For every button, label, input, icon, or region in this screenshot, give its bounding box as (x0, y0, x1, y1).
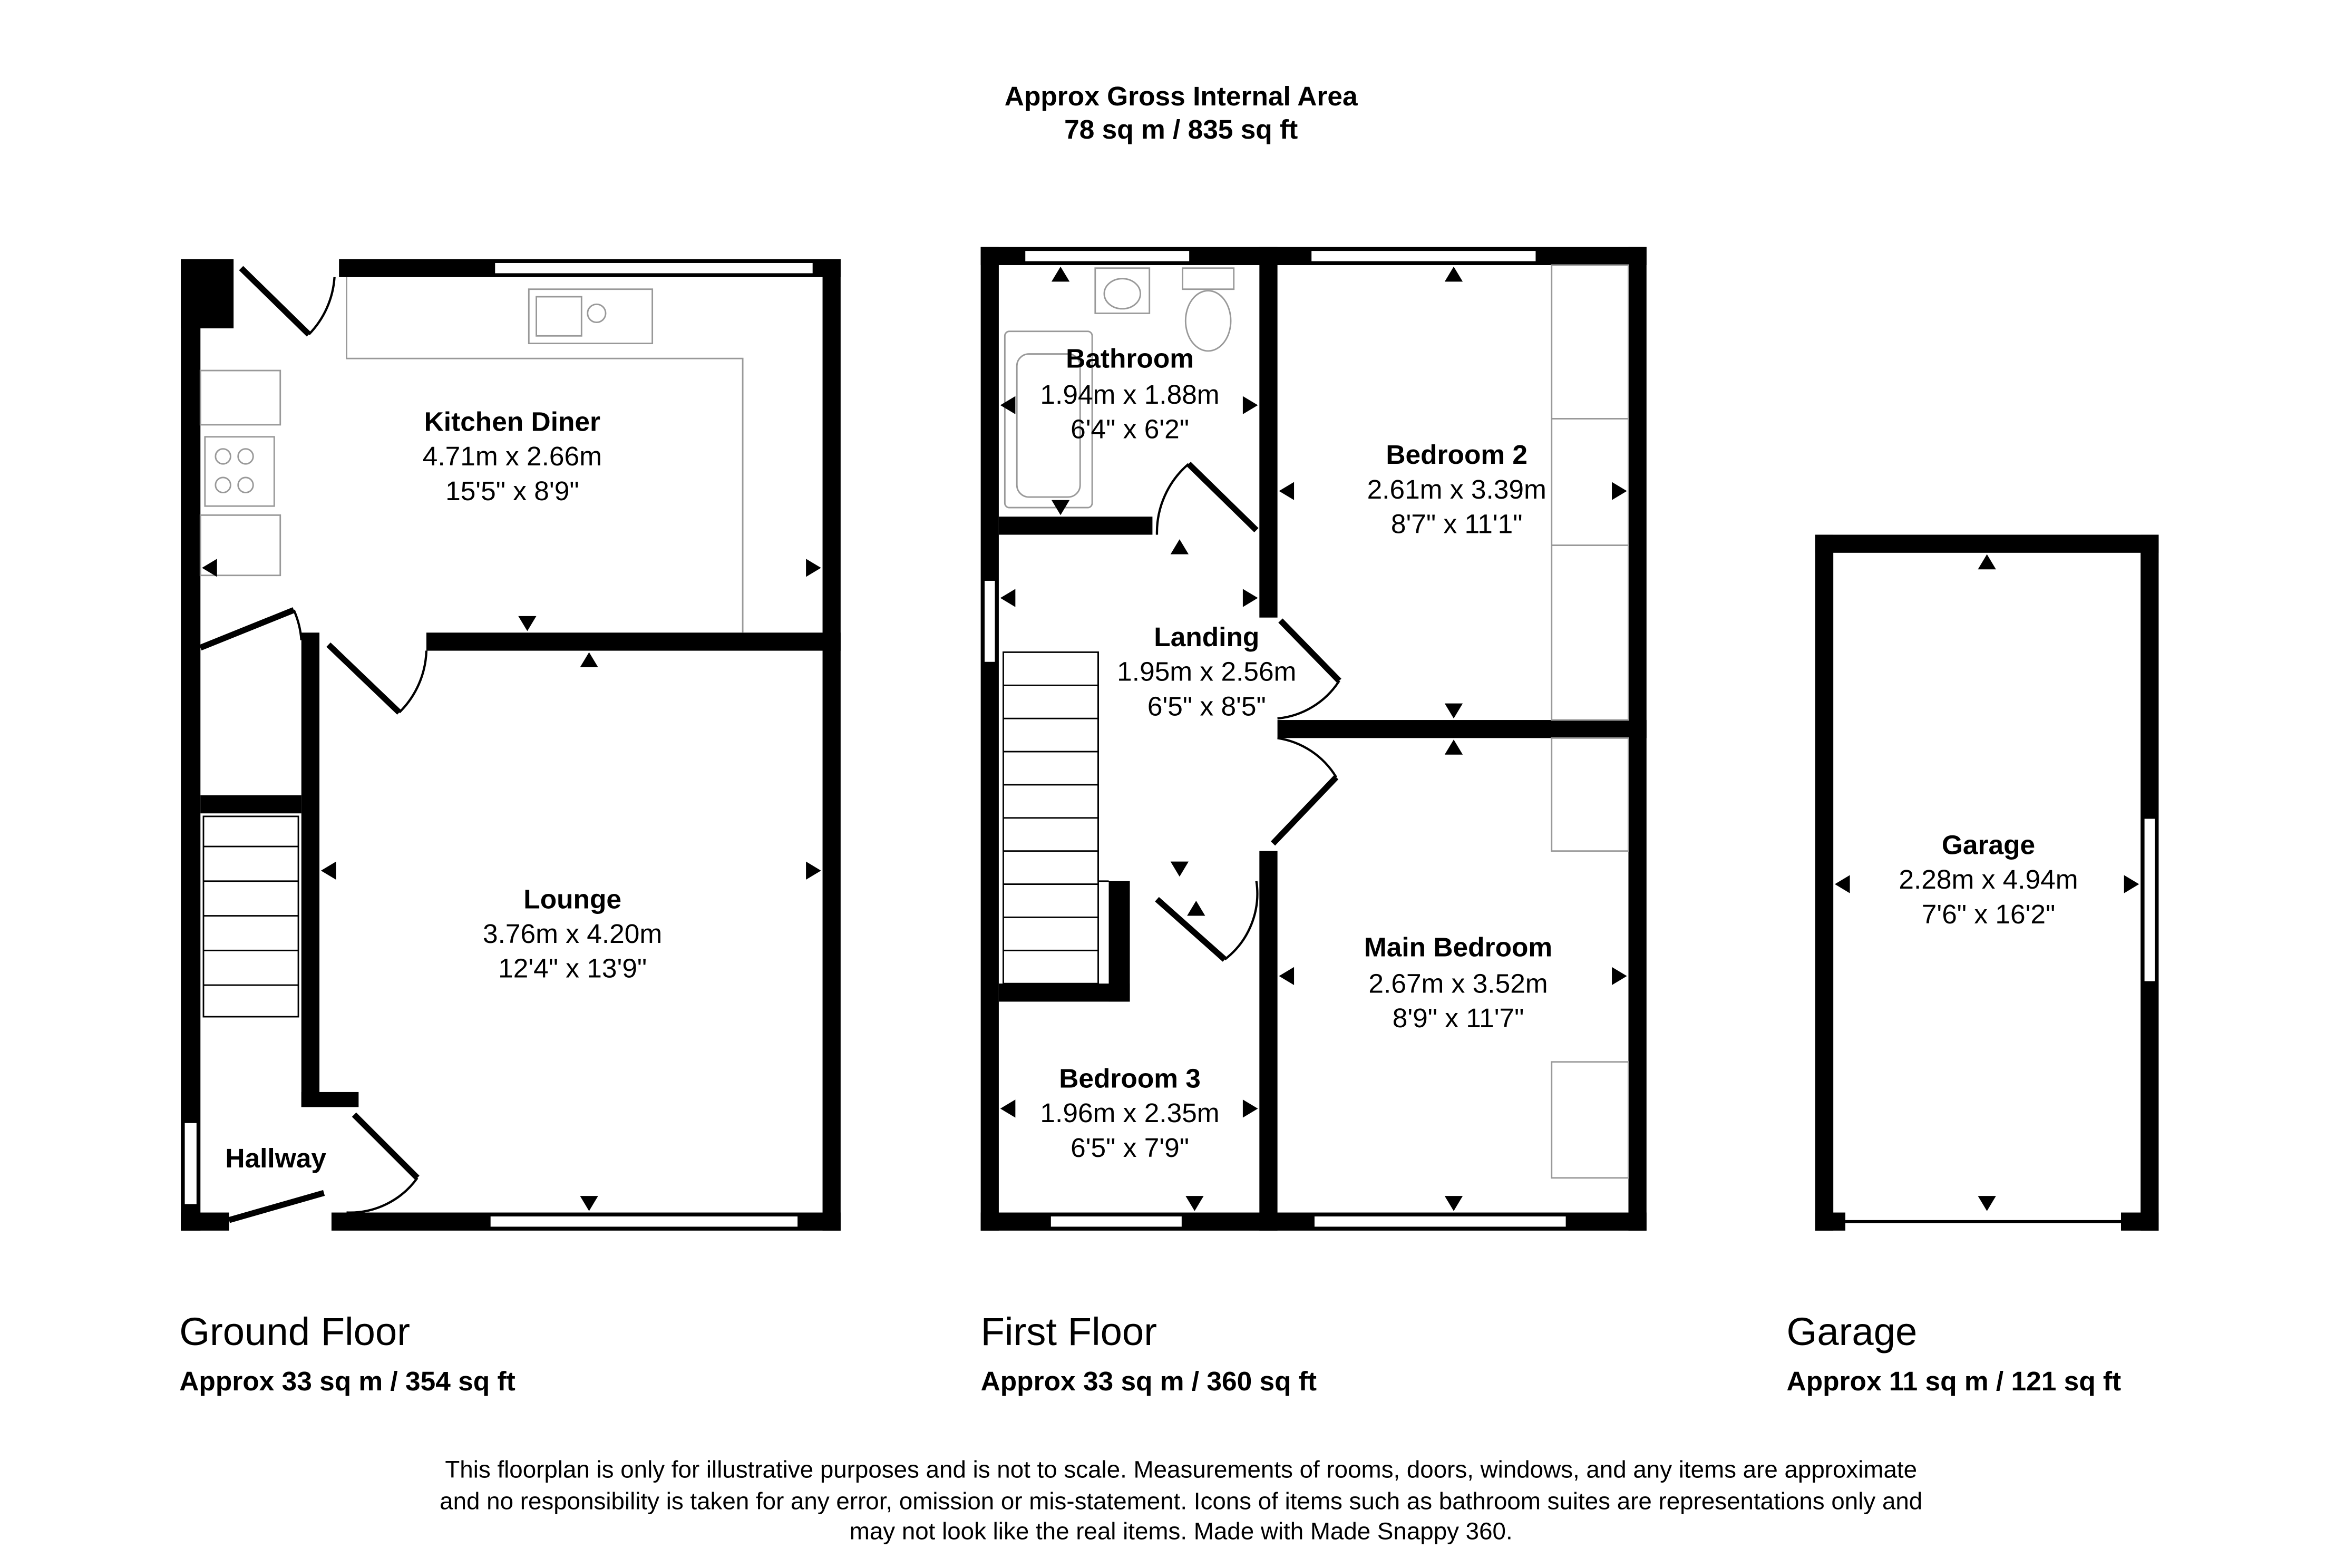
door (1186, 462, 1259, 533)
room-name: Main Bedroom (1364, 932, 1552, 962)
room-size-imperial: 7'6" x 16'2" (1922, 899, 2056, 929)
room-size-metric: 2.28m x 4.94m (1899, 864, 2078, 894)
door (352, 1112, 420, 1180)
floor-name: First Floor (981, 1310, 1157, 1353)
dimension-arrows (1835, 554, 2139, 1211)
wardrobe (1551, 1061, 1629, 1179)
room-size-metric: 1.94m x 1.88m (1040, 379, 1219, 410)
hob-icon (204, 436, 275, 507)
sink-icon (528, 288, 654, 345)
door (228, 1190, 325, 1223)
disclaimer-line: This floorplan is only for illustrative … (445, 1456, 1917, 1483)
door (326, 642, 402, 715)
window (1312, 1214, 1568, 1229)
window (1049, 1214, 1184, 1229)
room-size-imperial: 8'7" x 11'1" (1391, 509, 1523, 539)
room-name: Hallway (225, 1143, 326, 1173)
door (239, 266, 312, 337)
room-size-imperial: 12'4" x 13'9" (498, 953, 647, 983)
room-size-imperial: 6'4" x 6'2" (1071, 414, 1189, 444)
window (489, 1214, 800, 1229)
gross-area-title: Approx Gross Internal Area (1005, 81, 1358, 111)
window (2143, 817, 2157, 983)
window (493, 261, 815, 275)
disclaimer-line: may not look like the real items. Made w… (850, 1518, 1513, 1545)
wardrobe (1551, 737, 1629, 852)
staircase (202, 815, 299, 1018)
toilet-icon (1182, 267, 1235, 352)
window (1309, 249, 1538, 263)
window (1023, 249, 1191, 263)
room-size-imperial: 6'5" x 7'9" (1071, 1132, 1189, 1163)
dimension-arrows (202, 559, 821, 1211)
door (1278, 618, 1341, 683)
floor-area: Approx 33 sq m / 360 sq ft (981, 1366, 1317, 1396)
floor-name: Garage (1787, 1310, 1918, 1353)
room-size-metric: 1.95m x 2.56m (1117, 656, 1296, 687)
ground-floor-plan: Kitchen Diner 4.71m x 2.66m 15'5" x 8'9"… (181, 259, 841, 1231)
floor-area: Approx 33 sq m / 354 sq ft (179, 1366, 515, 1396)
gross-area-value: 78 sq m / 835 sq ft (1064, 114, 1298, 144)
room-size-metric: 2.67m x 3.52m (1368, 968, 1548, 998)
door (1270, 775, 1339, 846)
door (199, 607, 295, 651)
kitchen-worktop (346, 277, 744, 633)
disclaimer-line: and no responsibility is taken for any e… (440, 1488, 1922, 1515)
room-name: Bathroom (1066, 343, 1194, 373)
room-name: Lounge (523, 883, 621, 914)
room-size-imperial: 6'5" x 8'5" (1147, 690, 1266, 721)
room-size-imperial: 15'5" x 8'9" (445, 475, 579, 506)
dimension-arrows (1000, 266, 1627, 1211)
staircase (1003, 651, 1109, 985)
room-size-metric: 1.96m x 2.35m (1040, 1097, 1219, 1128)
door (1155, 897, 1227, 962)
bath-icon (1004, 330, 1093, 509)
wardrobe (1551, 264, 1629, 721)
room-size-metric: 4.71m x 2.66m (423, 441, 602, 471)
window (183, 1121, 199, 1206)
room-size-metric: 2.61m x 3.39m (1367, 474, 1546, 504)
floor-name: Ground Floor (179, 1310, 410, 1353)
room-name: Garage (1942, 829, 2035, 860)
room-name: Bedroom 3 (1059, 1063, 1201, 1093)
basin-icon (1094, 267, 1151, 314)
room-name: Landing (1154, 621, 1259, 652)
first-floor-plan: Bathroom 1.94m x 1.88m 6'4" x 6'2" Landi… (980, 247, 1647, 1231)
room-name: Kitchen Diner (424, 406, 600, 436)
floor-area: Approx 11 sq m / 121 sq ft (1787, 1366, 2122, 1396)
room-size-metric: 3.76m x 4.20m (483, 918, 662, 949)
room-name: Bedroom 2 (1386, 439, 1528, 470)
window (982, 579, 997, 664)
garage-plan: Garage 2.28m x 4.94m 7'6" x 16'2" (1815, 534, 2159, 1231)
room-size-imperial: 8'9" x 11'7" (1393, 1002, 1524, 1033)
